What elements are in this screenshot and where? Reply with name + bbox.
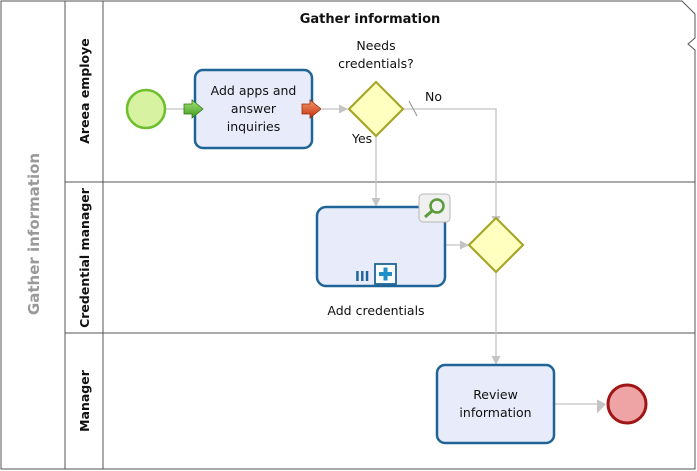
gateway-merge[interactable] [467, 216, 525, 274]
arrowhead-subprocess [371, 198, 381, 207]
arrowhead-review [491, 356, 501, 365]
task-review-box [435, 363, 556, 445]
flow-label-yes: Yes [351, 131, 372, 146]
arrowhead-end [597, 399, 606, 414]
task-add-apps[interactable]: Add apps and answer inquiries [183, 68, 322, 150]
lane-label-manager: Manager [77, 369, 92, 432]
gateway-question-line-1: Needs [356, 38, 395, 53]
expand-subprocess-icon[interactable] [374, 263, 397, 285]
gateway-question-line-2: credentials? [338, 56, 414, 71]
arrowhead-gateway [339, 104, 348, 114]
gateway-diamond [347, 80, 405, 138]
outgoing-flow-marker-icon [301, 99, 322, 119]
pool-label: Gather information [25, 153, 43, 315]
end-event[interactable] [606, 383, 648, 425]
subprocess-add-credentials[interactable]: III Add credentials [315, 193, 451, 318]
subprocess-box [315, 205, 447, 288]
multi-instance-marker-icon: III [355, 270, 370, 285]
gateway-needs-credentials[interactable]: Needs credentials? [338, 38, 414, 138]
lane-label-areea-employe: Areea employe [77, 38, 92, 144]
diagram-title: Gather information [300, 12, 441, 27]
task-review-line-2: information [459, 405, 531, 420]
flow-label-no: No [425, 89, 442, 104]
task-review-information[interactable]: Review information [435, 363, 556, 445]
task-add-apps-line-1: Add apps and [211, 83, 297, 98]
start-event[interactable] [125, 88, 167, 130]
lane-label-credential-manager: Credential manager [77, 187, 92, 328]
flow-no[interactable] [403, 108, 497, 222]
task-review-line-1: Review [473, 387, 518, 402]
link-badge-icon[interactable] [418, 193, 451, 223]
incoming-flow-marker-icon [183, 99, 204, 119]
subprocess-label: Add credentials [327, 303, 424, 318]
arrowhead-merge-left [460, 240, 469, 250]
flow-no-default-mark [408, 100, 418, 117]
task-add-apps-line-2: answer [231, 101, 277, 116]
task-add-apps-line-3: inquiries [227, 119, 281, 134]
